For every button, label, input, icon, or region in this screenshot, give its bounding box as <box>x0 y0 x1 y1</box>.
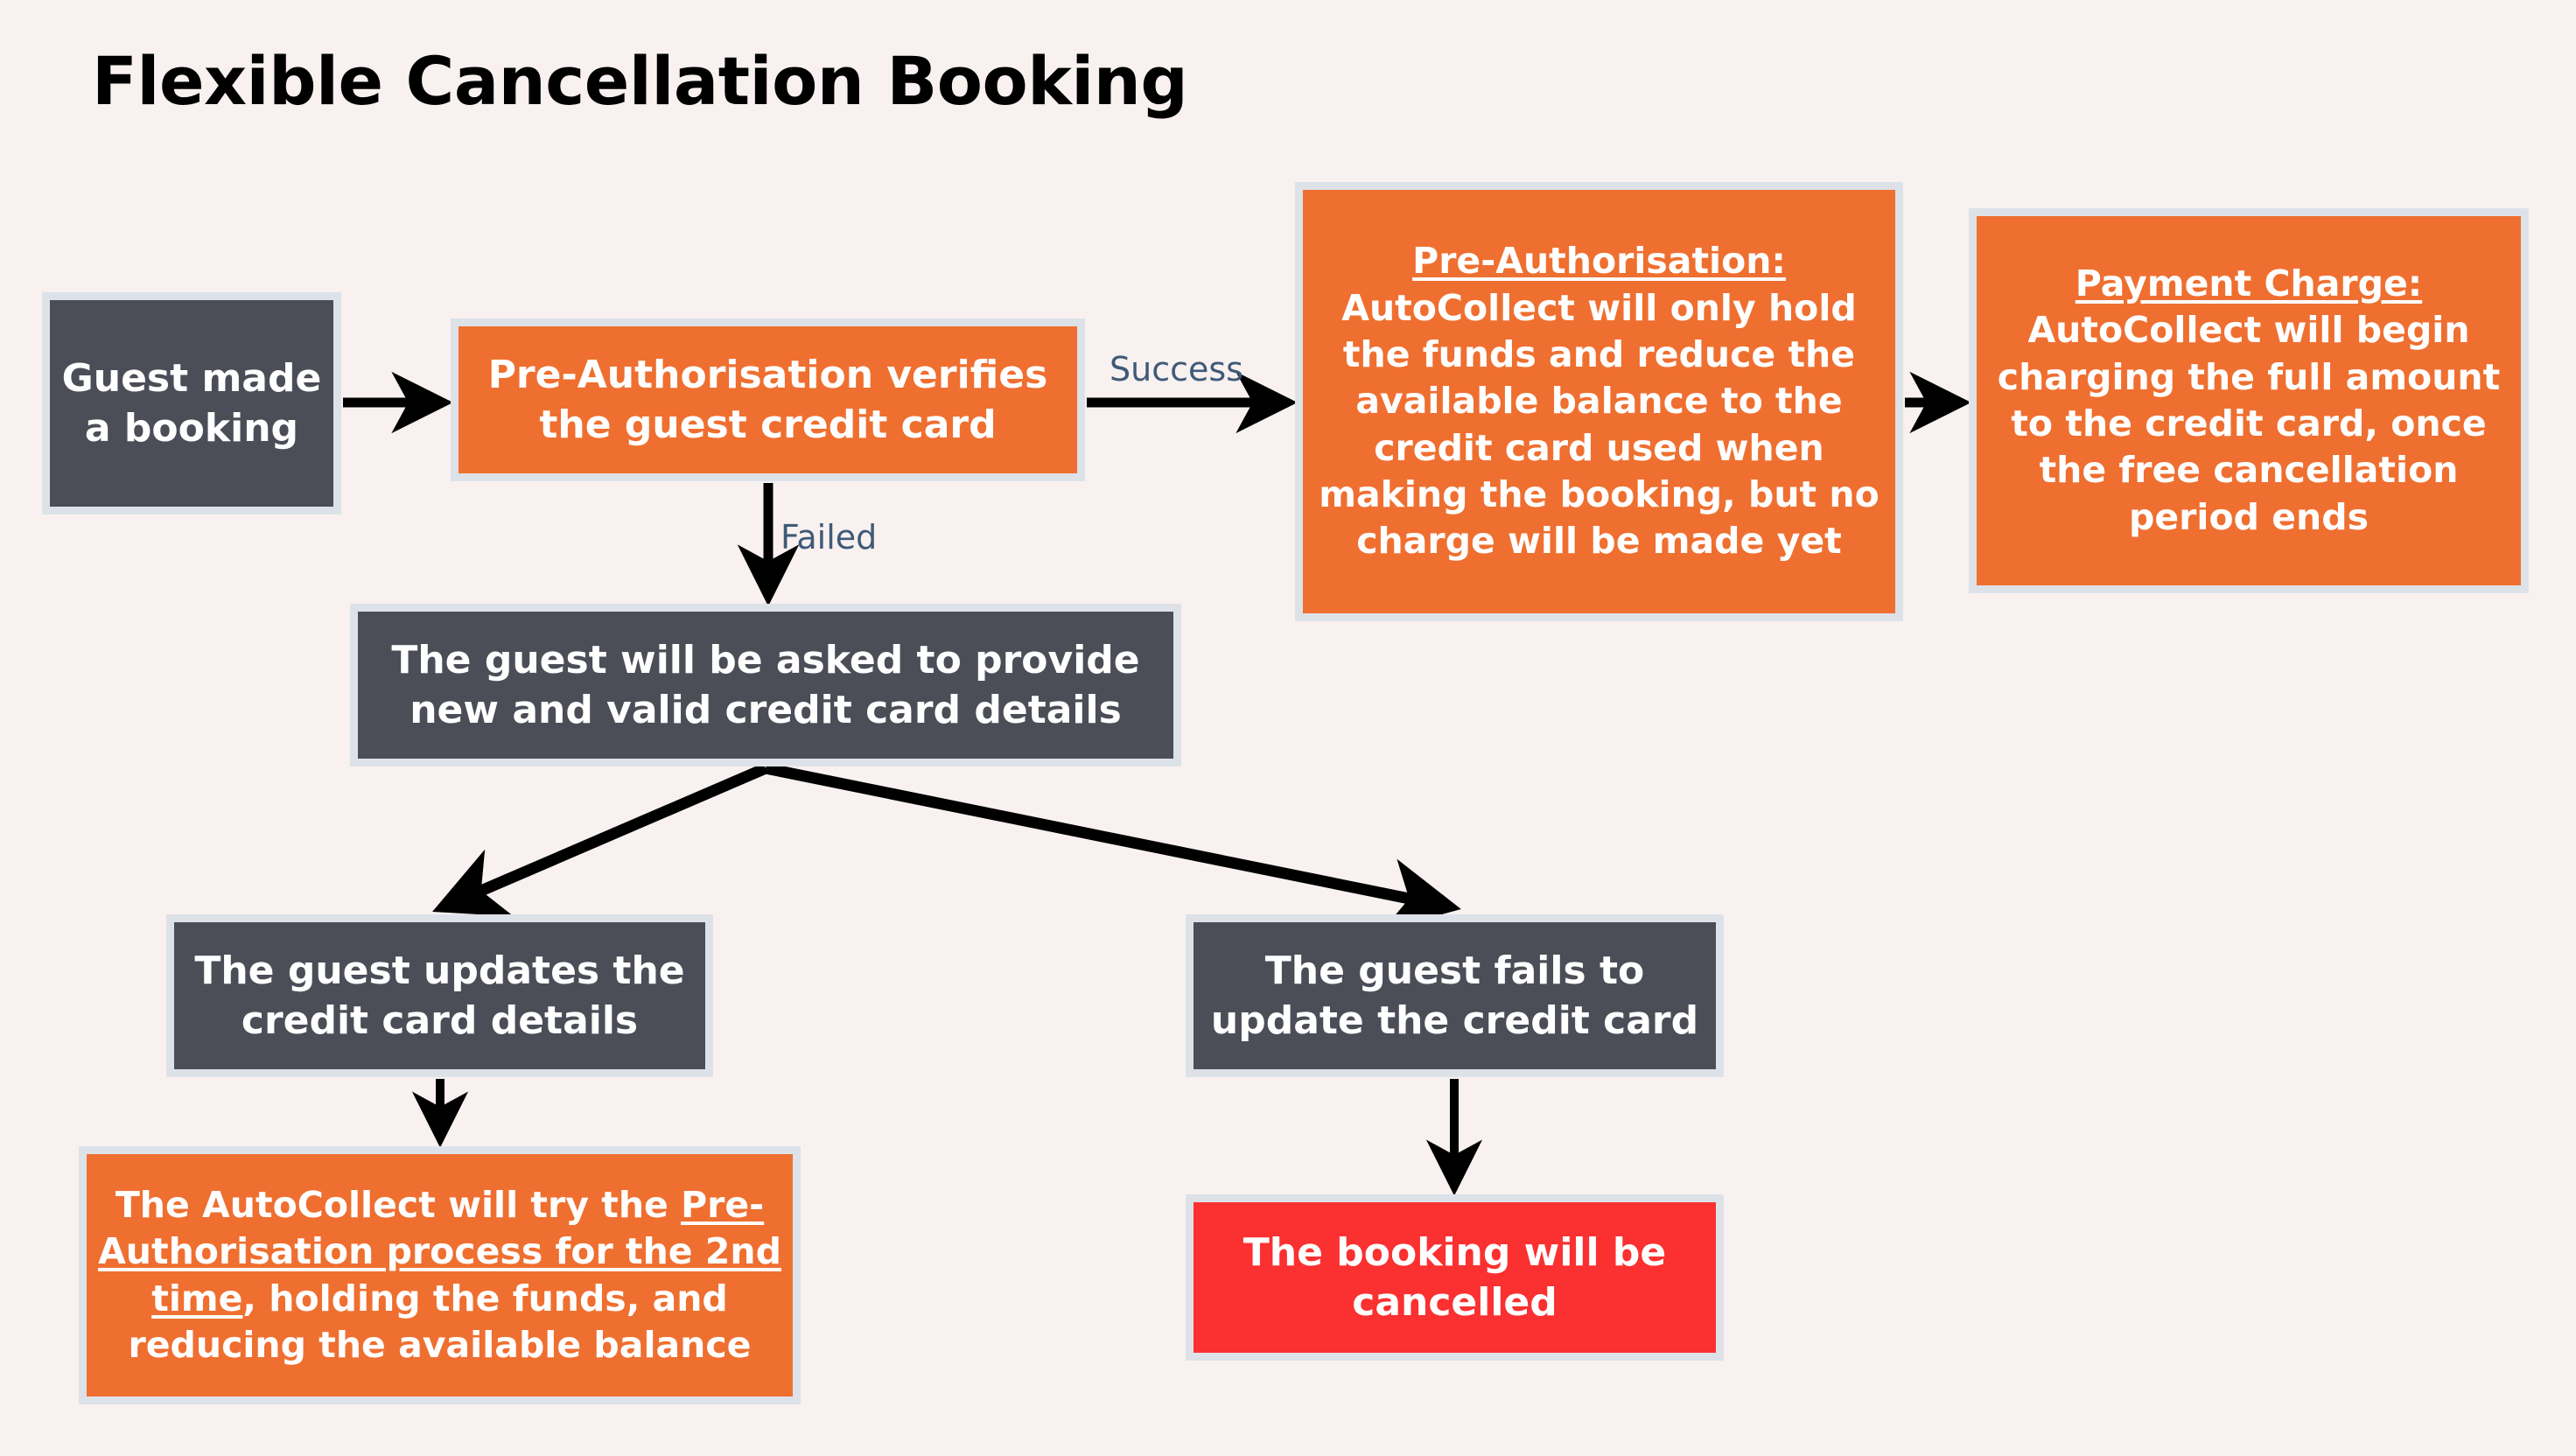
node-preauthorisation-verifies-card[interactable]: Pre-Authorisation verifies the guest cre… <box>451 318 1085 481</box>
node-line-2: the guest credit card <box>539 402 997 447</box>
node-preauthorisation-explanation[interactable]: Pre-Authorisation: AutoCollect will only… <box>1295 182 1903 621</box>
edge-provide-to-guest-fails <box>764 762 1461 931</box>
node-text-pre: The AutoCollect will try the <box>115 1183 682 1226</box>
node-body: AutoCollect will begin charging the full… <box>1997 309 2501 538</box>
node-guest-asked-to-provide-new-card[interactable]: The guest will be asked to provide new a… <box>350 604 1181 766</box>
edge-label-failed: Failed <box>780 518 878 556</box>
node-autocollect-retry-preauthorisation[interactable]: The AutoCollect will try the Pre-Authori… <box>79 1146 801 1404</box>
node-heading: Payment Charge: <box>2075 262 2423 305</box>
node-text-underlined: Pre-Authorisation process for the 2nd ti… <box>98 1183 781 1320</box>
node-line-1: The guest fails to <box>1264 948 1645 993</box>
node-guest-updates-credit-card[interactable]: The guest updates the credit card detail… <box>166 914 713 1077</box>
node-line-2: a booking <box>84 406 299 451</box>
node-heading: Pre-Authorisation: <box>1412 240 1786 283</box>
node-line-2: new and valid credit card details <box>410 688 1122 732</box>
node-payment-charge-explanation[interactable]: Payment Charge: AutoCollect will begin c… <box>1969 208 2529 593</box>
node-text-post: , holding the funds, and reducing the av… <box>128 1277 752 1366</box>
node-line-1: The guest updates the <box>194 948 685 993</box>
page-title: Flexible Cancellation Booking <box>92 42 1188 120</box>
node-guest-made-a-booking[interactable]: Guest made a booking <box>42 292 341 514</box>
node-line-2: credit card details <box>241 998 639 1043</box>
node-line-1: The booking will be <box>1242 1229 1667 1275</box>
node-line-2: update the credit card <box>1210 998 1699 1043</box>
node-body: AutoCollect will only hold the funds and… <box>1319 286 1880 563</box>
node-line-1: Pre-Authorisation verifies <box>487 352 1048 397</box>
node-line-1: The guest will be asked to provide <box>391 637 1140 682</box>
node-guest-fails-to-update-card[interactable]: The guest fails to update the credit car… <box>1186 914 1724 1077</box>
node-line-1: Guest made <box>61 355 322 401</box>
node-line-2: cancelled <box>1352 1280 1558 1325</box>
edge-label-success: Success <box>1110 350 1243 388</box>
node-booking-will-be-cancelled[interactable]: The booking will be cancelled <box>1186 1194 1724 1361</box>
edge-provide-to-guest-updates <box>432 763 768 917</box>
